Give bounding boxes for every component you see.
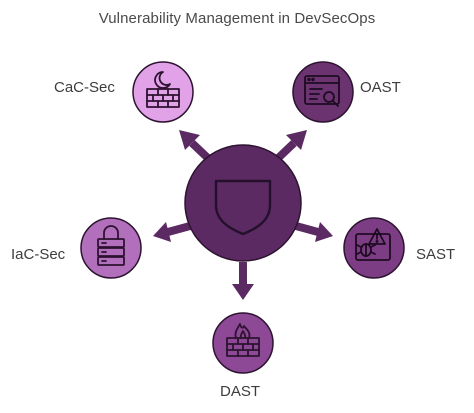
node-dast [212, 312, 274, 374]
firewall-flame-icon [226, 323, 260, 357]
server-lock-icon [97, 225, 125, 266]
label-dast: DAST [220, 383, 261, 400]
node-sast [343, 217, 405, 279]
label-sast: SAST [416, 246, 456, 263]
diagram-title: Vulnerability Management in DevSecOps [98, 10, 376, 27]
arrow-to-dast [232, 262, 254, 300]
browser-search-icon [304, 75, 340, 107]
node-cac [132, 61, 194, 123]
arrow-to-sast [294, 222, 333, 242]
label-iac-sec: IaC-Sec [11, 246, 66, 263]
node-oast [292, 61, 354, 123]
arrow-to-iac [153, 222, 192, 242]
node-iac [80, 217, 142, 279]
label-oast: OAST [360, 79, 401, 96]
central-hub [184, 144, 302, 262]
bug-alert-icon [355, 228, 391, 261]
shield-icon [214, 179, 272, 236]
firewall-moon-icon [146, 71, 180, 108]
label-cac-sec: CaC-Sec [54, 79, 115, 96]
